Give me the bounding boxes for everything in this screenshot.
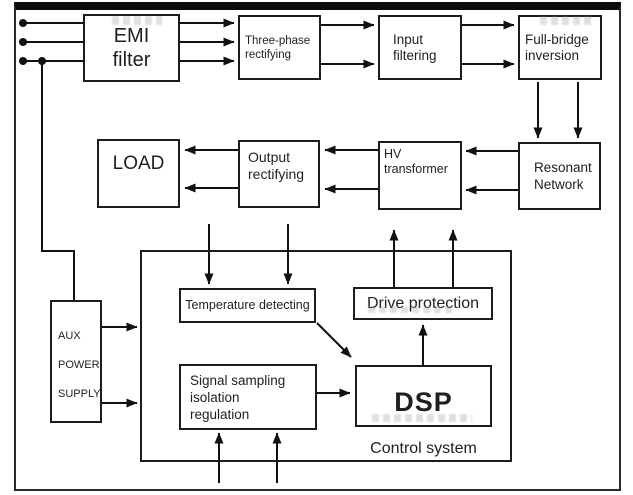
phase-terminal-dot-3 [19, 57, 27, 65]
control-section-boundary [140, 250, 512, 462]
aux-feed-line [41, 61, 75, 300]
erased-text-smudge [368, 306, 453, 313]
block-resonant-network: Resonant Network [518, 142, 601, 210]
block-output-rectifying: Output rectifying [238, 140, 320, 208]
erased-text-smudge [540, 16, 592, 25]
block-full-bridge-inversion: Full-bridge inversion [518, 15, 602, 80]
block-three-phase-rectifying: Three-phase rectifying [238, 15, 321, 80]
outer-frame [14, 2, 621, 491]
block-emi-filter: EMI filter [83, 14, 180, 82]
block-hv-transformer: HV transformer [378, 141, 462, 210]
block-load: LOAD [97, 139, 180, 208]
block-drive-protection: Drive protection [353, 287, 493, 320]
block-input-filtering: Input filtering [378, 15, 462, 80]
dsp-subtitle: Control system [370, 440, 477, 458]
block-dsp-control-system: DSP Control system [355, 365, 492, 457]
block-aux-power-supply: AUX POWER SUPPLY [50, 300, 102, 423]
block-temperature-detecting: Temperature detecting [179, 288, 316, 323]
dsp-title: DSP [394, 387, 453, 418]
erased-text-smudge [372, 414, 472, 422]
erased-text-smudge [112, 16, 162, 25]
aux-junction-dot [38, 57, 46, 65]
phase-terminal-dot-2 [19, 38, 27, 46]
block-signal-sampling: Signal sampling isolation regulation [179, 364, 317, 430]
arrow-temperature-to-dsp [316, 322, 352, 358]
phase-terminal-dot-1 [19, 19, 27, 27]
